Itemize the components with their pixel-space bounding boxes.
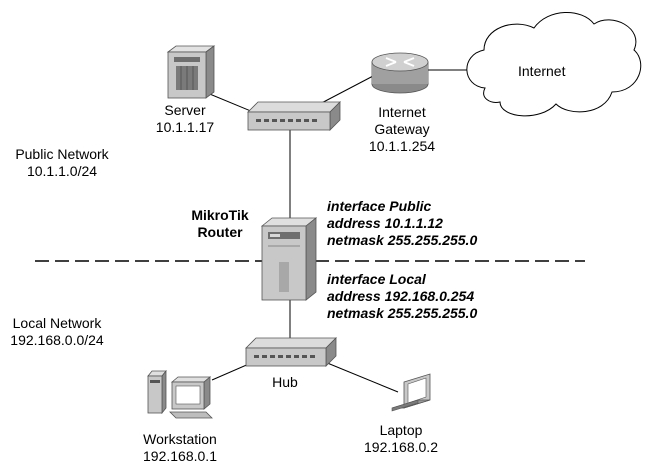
gateway-name-line1: Internet [378, 104, 426, 120]
router-label: MikroTik Router [180, 207, 260, 241]
hub-name: Hub [272, 374, 298, 390]
local-network-address: 192.168.0.0/24 [10, 332, 104, 348]
hub-icon [245, 337, 337, 367]
workstation-label: Workstation 192.168.0.1 [130, 431, 230, 465]
public-interface-address: address 10.1.1.12 [327, 215, 443, 231]
public-interface-name: interface Public [327, 198, 432, 214]
router-name-line2: Router [197, 224, 243, 240]
local-interface-netmask: netmask 255.255.255.0 [327, 305, 478, 321]
internet-text: Internet [518, 63, 566, 79]
gateway-name-line2: Gateway [374, 121, 430, 137]
gateway-label: Internet Gateway 10.1.1.254 [360, 104, 444, 155]
server-label: Server 10.1.1.17 [150, 102, 220, 136]
laptop-name: Laptop [379, 422, 423, 438]
router-name-line1: MikroTik [191, 207, 249, 223]
laptop-icon [391, 373, 431, 412]
workstation-name: Workstation [143, 431, 217, 447]
router-icon [260, 217, 318, 301]
public-interface-netmask: netmask 255.255.255.0 [327, 232, 478, 248]
gateway-router-icon [371, 52, 429, 94]
server-address: 10.1.1.17 [155, 119, 215, 135]
laptop-address: 192.168.0.2 [364, 439, 438, 455]
local-interface-name: interface Local [327, 271, 426, 287]
internet-label: Internet [518, 63, 565, 80]
link-hub-laptop [319, 359, 399, 393]
public-network-address: 10.1.1.0/24 [26, 163, 98, 179]
local-interface-address: address 192.168.0.254 [327, 288, 475, 304]
local-network-label: Local Network 192.168.0.0/24 [0, 315, 114, 349]
server-name: Server [164, 102, 206, 118]
local-network-name: Local Network [12, 315, 102, 331]
server-icon [166, 45, 216, 99]
hub-label: Hub [270, 374, 300, 391]
public-interface-config: interface Public address 10.1.1.12 netma… [327, 198, 477, 249]
workstation-icon [147, 369, 213, 419]
gateway-address: 10.1.1.254 [368, 138, 436, 154]
public-switch-icon [247, 101, 341, 131]
public-network-name: Public Network [15, 146, 109, 162]
local-interface-config: interface Local address 192.168.0.254 ne… [327, 271, 477, 322]
public-network-label: Public Network 10.1.1.0/24 [2, 146, 122, 180]
laptop-label: Laptop 192.168.0.2 [356, 422, 446, 456]
workstation-address: 192.168.0.1 [143, 448, 217, 464]
internet-cloud [466, 11, 642, 117]
